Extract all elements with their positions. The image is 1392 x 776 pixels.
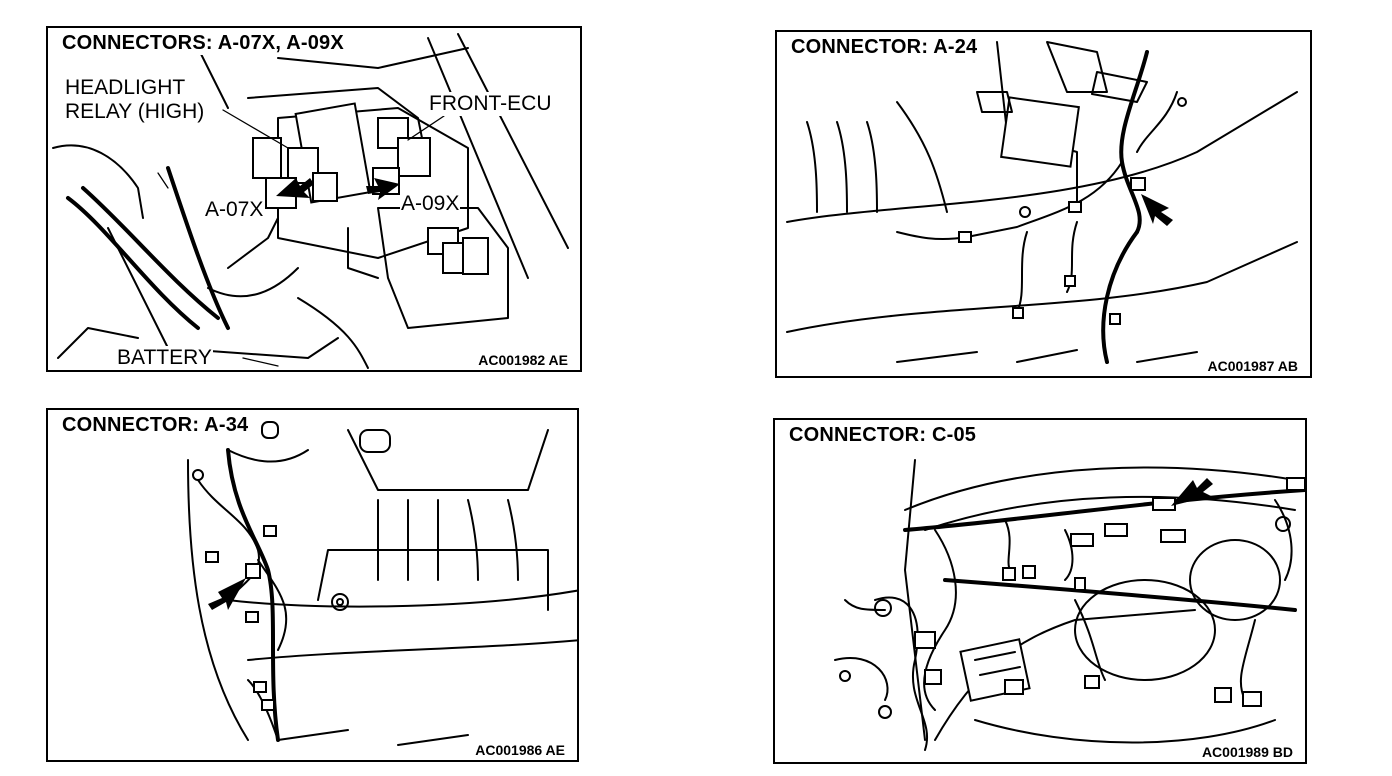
diagram-panel-a24: CONNECTOR: A-24 AC001987 AB <box>775 30 1312 378</box>
arrow-icon <box>208 578 246 610</box>
figure-code: AC001982 AE <box>476 352 570 368</box>
arrow-icon <box>276 178 314 198</box>
instrument-panel-harness-illustration <box>834 459 1305 751</box>
arrow-icon <box>366 178 400 200</box>
arrow-icon <box>1171 478 1213 506</box>
label-a07x: A-07X <box>204 198 265 222</box>
diagram-panel-a34: CONNECTOR: A-34 AC001986 AE <box>46 408 579 762</box>
figure-code: AC001989 BD <box>1199 744 1295 760</box>
panel-title: CONNECTOR: A-24 <box>789 36 980 59</box>
label-a09x: A-09X <box>400 192 461 216</box>
engine-bay-left-harness-illustration <box>187 421 577 746</box>
figure-code: AC001987 AB <box>1205 358 1300 374</box>
label-front-ecu: FRONT-ECU <box>428 92 553 116</box>
label-relay-high: RELAY (HIGH) <box>64 100 206 124</box>
arrow-icon <box>1141 194 1173 226</box>
panel-title: CONNECTOR: C-05 <box>787 424 979 447</box>
diagram-panel-c05: CONNECTOR: C-05 AC001989 BD <box>773 418 1307 764</box>
front-bumper-harness-illustration <box>786 41 1298 364</box>
panel-title: CONNECTORS: A-07X, A-09X <box>60 32 346 55</box>
label-battery: BATTERY <box>116 346 213 370</box>
panel-title: CONNECTOR: A-34 <box>60 414 251 437</box>
engine-bay-relay-box-illustration <box>52 33 569 369</box>
diagram-panel-a07x-a09x: CONNECTORS: A-07X, A-09X HEADLIGHT RELAY… <box>46 26 582 372</box>
label-headlight: HEADLIGHT <box>64 76 187 100</box>
figure-code: AC001986 AE <box>473 742 567 758</box>
